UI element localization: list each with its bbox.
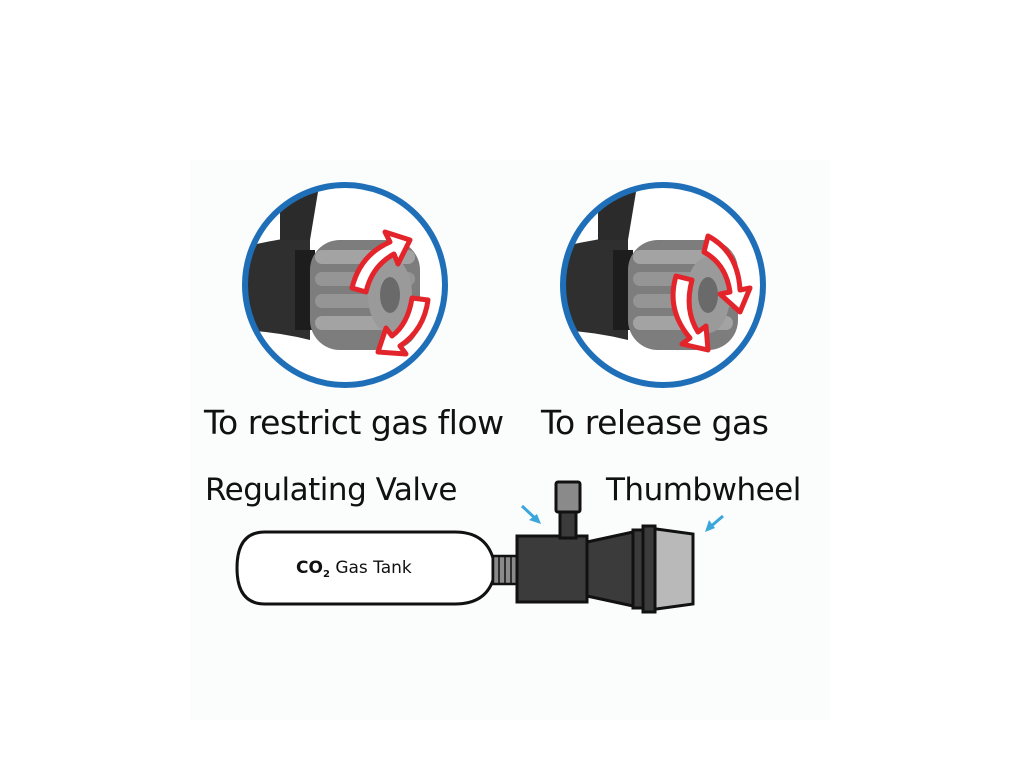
pointer-arrow-icon [705,514,724,532]
gas-tank-label: CO2 Gas Tank [296,558,412,580]
pointer-arrow-icon [520,504,541,524]
counterclockwise-arrow-icon [670,233,753,353]
release-detail [560,182,766,388]
tank-label-rest: Gas Tank [335,558,412,578]
regulating-valve [515,480,649,610]
tank-label-subscript: 2 [322,569,330,580]
tank-label-co: CO [296,558,323,578]
inflator-assembly [235,480,724,614]
gas-tank [235,530,519,606]
release-caption: To release gas [541,403,769,442]
clockwise-arrow-icon [349,229,431,357]
regulating-valve-label: Regulating Valve [205,472,457,508]
thumbwheel-label: Thumbwheel [606,472,801,508]
restrict-caption: To restrict gas flow [204,403,504,442]
restrict-detail [242,182,448,388]
thumbwheel [641,524,695,614]
